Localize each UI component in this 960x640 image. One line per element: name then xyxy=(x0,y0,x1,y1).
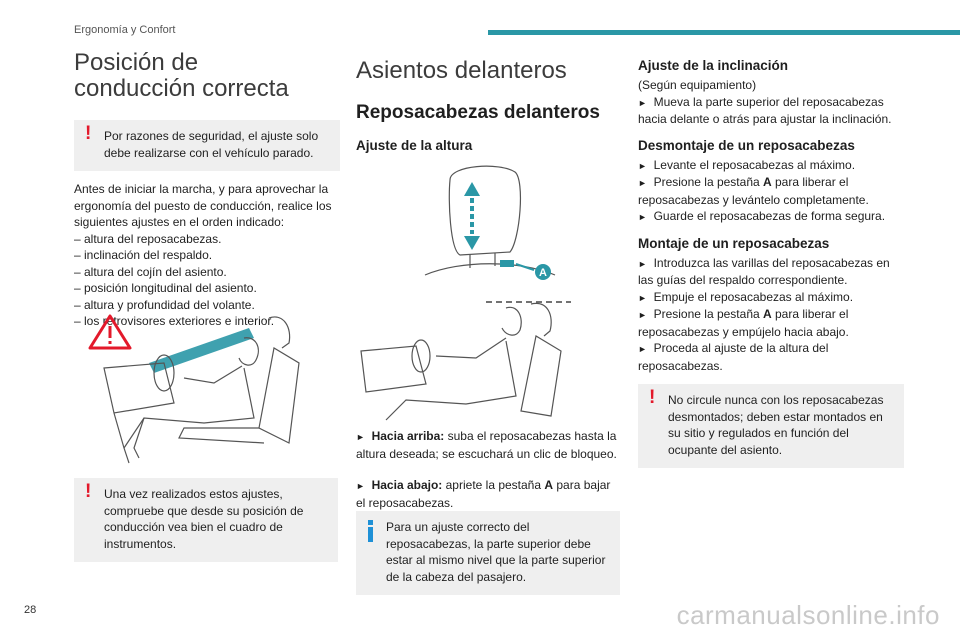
bullet-icon: ► xyxy=(638,97,647,108)
watermark: carmanualsonline.info xyxy=(676,600,940,630)
bullet-icon: ► xyxy=(638,212,647,222)
down-text-1: apriete la pestaña xyxy=(442,478,545,492)
column-driving-position: Posición de conducción correcta ! Por ra… xyxy=(74,50,340,330)
bullet-icon: ► xyxy=(638,292,647,303)
warning-notice-2: ! Una vez realizados estos ajustes, comp… xyxy=(74,478,338,562)
header-accent-bar xyxy=(488,30,960,35)
list-item: ► Empuje el reposacabezas al máximo. xyxy=(638,289,854,304)
tilt-heading: Ajuste de la inclinación xyxy=(638,58,789,73)
section-title: Asientos delanteros xyxy=(356,57,567,84)
list-item: – altura del reposacabezas. xyxy=(74,231,222,246)
warning-triangle-icon xyxy=(88,314,132,350)
mounting-steps: ► Introduzca las varillas del reposacabe… xyxy=(638,255,904,375)
warning-icon: ! xyxy=(85,123,92,144)
height-adjust-heading: Ajuste de la altura xyxy=(356,138,473,153)
driver-position-illustration xyxy=(88,314,300,464)
up-instruction: ► Hacia arriba: suba el reposacabezas ha… xyxy=(356,428,622,462)
down-instruction: ► Hacia abajo: apriete la pestaña A para… xyxy=(356,477,622,511)
list-item: ► Presione la pestaña A para liberar el … xyxy=(638,175,869,207)
warning-icon: ! xyxy=(85,481,92,502)
bullet-icon: ► xyxy=(638,160,647,171)
info-notice: Para un ajuste correcto del reposacabeza… xyxy=(356,511,620,595)
headrest-illustration: A xyxy=(424,165,556,280)
bullet-icon: ► xyxy=(638,310,647,320)
tilt-note: (Según equipamiento) xyxy=(638,78,757,92)
up-down-arrow-icon xyxy=(464,182,480,250)
mounting-heading: Montaje de un reposacabezas xyxy=(638,235,830,251)
removal-heading: Desmontaje de un reposacabezas xyxy=(638,137,855,153)
warning-notice-1: ! Por razones de seguridad, el ajuste so… xyxy=(74,120,340,171)
warning-icon: ! xyxy=(649,387,656,408)
section-header: Ergonomía y Confort xyxy=(74,24,176,36)
bullet-icon: ► xyxy=(356,481,365,491)
list-item: – los retrovisores exteriores e interior… xyxy=(74,314,275,328)
removal-steps: ► Levante el reposacabezas al máximo. ► … xyxy=(638,157,904,226)
list-item: ► Guarde el reposacabezas de forma segur… xyxy=(638,209,886,223)
info-icon xyxy=(368,520,373,542)
warning-text: Una vez realizados estos ajustes, compru… xyxy=(104,487,304,551)
list-item: – inclinación del respaldo. xyxy=(74,248,213,262)
tilt-instruction: ► Mueva la parte superior del reposacabe… xyxy=(638,94,892,127)
adjustment-list: – altura del reposacabezas. – inclinació… xyxy=(74,231,340,330)
page-title: Posición de conducción correcta xyxy=(74,49,289,102)
warning-notice-3: ! No circule nunca con los reposacabezas… xyxy=(638,384,904,468)
down-text-2: para bajar el reposacabezas. xyxy=(356,478,611,510)
down-label: Hacia abajo: xyxy=(371,478,443,492)
bullet-icon: ► xyxy=(356,432,365,442)
list-item: ► Proceda al ajuste de la altura del rep… xyxy=(638,341,829,373)
warning-text: No circule nunca con los reposacabezas d… xyxy=(668,393,884,457)
column-front-seats: Asientos delanteros Reposacabezas delant… xyxy=(356,50,622,154)
list-item: – altura del cojín del asiento. xyxy=(74,264,227,279)
intro-paragraph: Antes de iniciar la marcha, y para aprov… xyxy=(74,182,332,229)
list-item: ► Levante el reposacabezas al máximo. xyxy=(638,157,856,172)
bullet-icon: ► xyxy=(638,344,647,354)
subsection-title: Reposacabezas delanteros xyxy=(356,102,600,123)
list-item: ► Introduzca las varillas del reposacabe… xyxy=(638,255,890,288)
bullet-icon: ► xyxy=(638,178,647,188)
list-item: – posición longitudinal del asiento. xyxy=(74,281,257,295)
label-a: A xyxy=(539,267,547,279)
column-headrest-procedures: Ajuste de la inclinación (Según equipami… xyxy=(638,58,904,468)
list-item: – altura y profundidad del volante. xyxy=(74,297,255,312)
page-number: 28 xyxy=(24,604,37,616)
bullet-icon: ► xyxy=(638,258,647,269)
warning-text: Por razones de seguridad, el ajuste solo… xyxy=(104,129,319,160)
list-item: ► Presione la pestaña A para liberar el … xyxy=(638,307,849,339)
tab-a-label: A xyxy=(544,478,554,492)
up-text: suba el reposacabezas hasta la altura de… xyxy=(356,429,617,461)
up-label: Hacia arriba: xyxy=(371,429,445,443)
info-text: Para un ajuste correcto del reposacabeza… xyxy=(386,520,606,584)
seated-passenger-illustration xyxy=(360,301,571,421)
